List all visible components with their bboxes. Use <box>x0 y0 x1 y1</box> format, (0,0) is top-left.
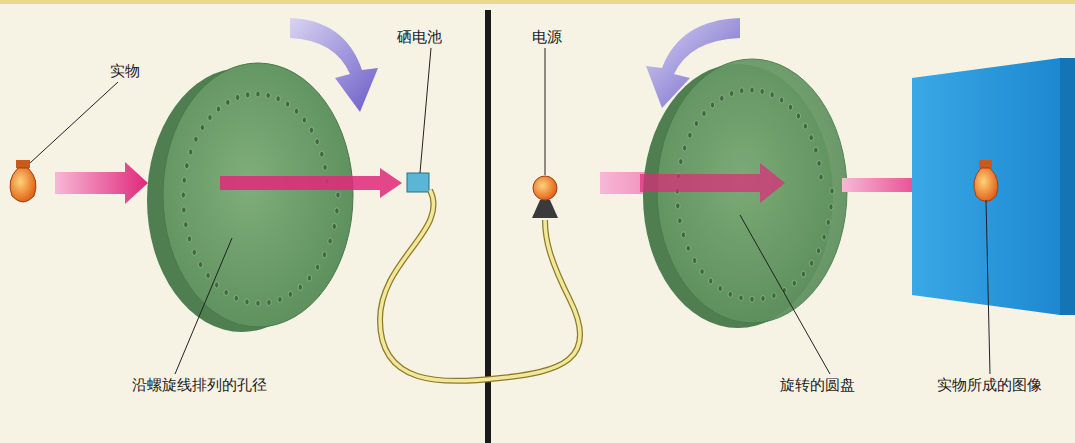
aperture-hole <box>187 236 191 242</box>
aperture-hole <box>332 223 336 229</box>
aperture-hole <box>740 88 744 94</box>
aperture-hole <box>686 245 690 251</box>
aperture-hole <box>720 95 724 101</box>
aperture-hole <box>809 135 813 141</box>
aperture-hole <box>235 95 239 101</box>
aperture-hole <box>194 136 198 142</box>
aperture-hole <box>309 127 313 133</box>
aperture-hole <box>234 295 238 301</box>
aperture-hole <box>826 219 830 225</box>
aperture-hole <box>750 296 754 302</box>
aperture-hole <box>803 123 807 129</box>
aperture-hole <box>224 290 228 296</box>
aperture-hole <box>700 269 704 275</box>
aperture-hole <box>739 295 743 301</box>
image-bulb <box>974 160 998 202</box>
aperture-hole <box>796 113 800 119</box>
aperture-hole <box>694 121 698 127</box>
aperture-hole <box>816 248 820 254</box>
aperture-hole <box>688 132 692 138</box>
aperture-hole <box>192 249 196 255</box>
aperture-hole <box>788 104 792 110</box>
aperture-hole <box>770 92 774 98</box>
object-bulb <box>10 160 36 202</box>
aperture-hole <box>315 264 319 270</box>
aperture-hole <box>246 92 250 98</box>
selenium-cell-label: 硒电池 <box>395 28 444 46</box>
power-source-label: 电源 <box>530 28 564 46</box>
aperture-hole <box>320 151 324 157</box>
aperture-hole <box>692 258 696 264</box>
aperture-hole <box>298 284 302 290</box>
object-label: 实物 <box>108 62 142 80</box>
aperture-hole <box>206 273 210 279</box>
aperture-hole <box>829 204 833 210</box>
aperture-hole <box>288 291 292 297</box>
aperture-hole <box>772 293 776 299</box>
aperture-hole <box>182 177 186 183</box>
aperture-hole <box>185 163 189 169</box>
aperture-hole <box>328 238 332 244</box>
aperture-hole <box>189 149 193 155</box>
aperture-hole <box>315 139 319 145</box>
aperture-hole <box>302 117 306 123</box>
aperture-hole <box>702 111 706 117</box>
aperture-hole <box>181 192 185 198</box>
aperture-hole <box>294 108 298 114</box>
aperture-hole <box>819 174 823 180</box>
aperture-hole <box>718 286 722 292</box>
aperture-hole <box>729 91 733 97</box>
aperture-hole <box>184 222 188 228</box>
aperture-hole <box>285 101 289 107</box>
aperture-label: 沿螺旋线排列的孔径 <box>130 376 269 394</box>
aperture-hole <box>679 159 683 165</box>
aperture-hole <box>208 115 212 121</box>
aperture-hole <box>710 102 714 108</box>
aperture-hole <box>822 234 826 240</box>
aperture-hole <box>814 147 818 153</box>
aperture-hole <box>256 300 260 306</box>
aperture-hole <box>728 291 732 297</box>
aperture-hole <box>760 88 764 94</box>
aperture-hole <box>245 299 249 305</box>
aperture-hole <box>817 160 821 166</box>
aperture-hole <box>198 262 202 268</box>
aperture-hole <box>216 106 220 112</box>
aperture-hole <box>779 97 783 103</box>
aperture-hole <box>801 271 805 277</box>
aperture-hole <box>681 232 685 238</box>
aperture-hole <box>278 297 282 303</box>
aperture-hole <box>335 208 339 214</box>
rotating-disk-label: 旋转的圆盘 <box>778 376 857 394</box>
aperture-hole <box>276 96 280 102</box>
aperture-hole <box>809 260 813 266</box>
aperture-hole <box>830 188 834 194</box>
aperture-hole <box>678 218 682 224</box>
aperture-hole <box>792 280 796 286</box>
aperture-hole <box>709 278 713 284</box>
aperture-hole <box>750 87 754 93</box>
aperture-hole <box>182 207 186 213</box>
aperture-hole <box>226 99 230 105</box>
aperture-hole <box>336 192 340 198</box>
aperture-hole <box>323 164 327 170</box>
image-label: 实物所成的图像 <box>935 376 1044 394</box>
aperture-hole <box>683 145 687 151</box>
aperture-hole <box>256 91 260 97</box>
aperture-hole <box>215 282 219 288</box>
aperture-hole <box>761 296 765 302</box>
aperture-hole <box>676 203 680 209</box>
aperture-hole <box>307 275 311 281</box>
aperture-hole <box>266 92 270 98</box>
aperture-hole <box>322 252 326 258</box>
aperture-hole <box>267 300 271 306</box>
aperture-hole <box>200 125 204 131</box>
